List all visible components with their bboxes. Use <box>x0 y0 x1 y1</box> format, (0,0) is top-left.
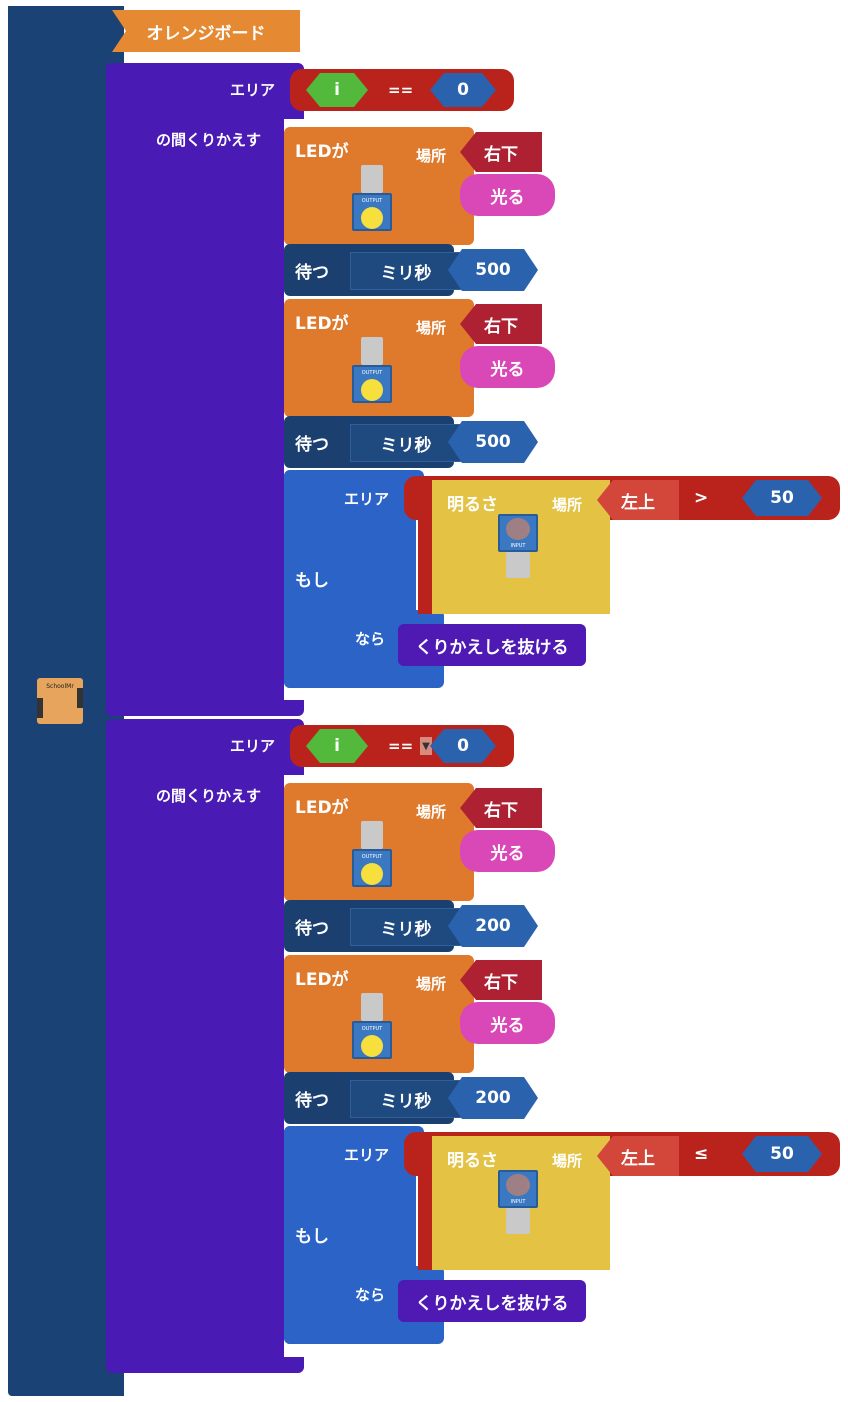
wait-label: 待つ <box>295 919 329 939</box>
sensor-compare-arm <box>418 490 434 614</box>
led-label: LEDが <box>295 314 349 334</box>
board-icon-port-right <box>77 688 83 708</box>
if-label: もし <box>295 1227 329 1247</box>
led-light-icon <box>361 863 383 885</box>
led-module-icon: OUTPUT <box>352 1021 392 1059</box>
shine-action[interactable]: 光る <box>460 830 555 872</box>
repeat-footer-2 <box>106 1357 304 1373</box>
module-label: OUTPUT <box>361 198 383 204</box>
sensor-window-icon <box>506 1174 530 1196</box>
light-sensor-icon: INPUT <box>498 514 538 552</box>
repeat-while-block-2 <box>106 719 284 1373</box>
unit-label: ミリ秒 <box>350 908 462 946</box>
place-label: 場所 <box>416 975 447 993</box>
sensor-place-label: 場所 <box>552 496 583 514</box>
repeat-header-2 <box>106 719 304 775</box>
led-label: LEDが <box>295 970 349 990</box>
value-input[interactable]: 0 <box>430 729 496 763</box>
led-light-icon <box>361 1035 383 1057</box>
unit-label: ミリ秒 <box>350 252 462 290</box>
dropdown-caret-icon[interactable]: ▼ <box>420 737 432 755</box>
led-label: LEDが <box>295 142 349 162</box>
place-label: 場所 <box>416 803 447 821</box>
compare-operator[interactable]: ≤ <box>694 1144 709 1164</box>
value-input[interactable]: 0 <box>430 73 496 107</box>
repeat-header-1 <box>106 63 304 119</box>
repeat-label: の間くりかえす <box>156 131 262 149</box>
variable-i[interactable]: i <box>306 73 368 107</box>
threshold-input[interactable]: 50 <box>742 480 822 516</box>
sensor-module-label: INPUT <box>510 543 526 549</box>
sensor-module-stem <box>506 1208 530 1234</box>
board-icon-label: SchoolMr <box>46 682 74 690</box>
variable-i[interactable]: i <box>306 729 368 763</box>
shine-action[interactable]: 光る <box>460 346 555 388</box>
place-label: 場所 <box>416 147 447 165</box>
unit-label: ミリ秒 <box>350 424 462 462</box>
wait-value-input[interactable]: 500 <box>448 421 538 463</box>
light-sensor-icon: INPUT <box>498 1170 538 1208</box>
operator-equals[interactable]: == <box>388 737 414 755</box>
shine-action[interactable]: 光る <box>460 1002 555 1044</box>
place-label: 場所 <box>416 319 447 337</box>
led-module-stem <box>361 337 383 365</box>
sensor-place-dropdown[interactable]: 左上 <box>597 1136 679 1176</box>
sensor-compare-arm <box>418 1146 434 1270</box>
led-label: LEDが <box>295 798 349 818</box>
if-label: もし <box>295 571 329 591</box>
wait-label: 待つ <box>295 263 329 283</box>
break-loop-block[interactable]: くりかえしを抜ける <box>398 624 586 666</box>
operator-equals[interactable]: == <box>388 81 414 99</box>
led-module-stem <box>361 165 383 193</box>
brightness-label: 明るさ <box>447 495 498 515</box>
area-label: エリア <box>230 737 276 755</box>
led-module-stem <box>361 993 383 1021</box>
wait-value-input[interactable]: 200 <box>448 1077 538 1119</box>
unit-label: ミリ秒 <box>350 1080 462 1118</box>
brightness-label: 明るさ <box>447 1151 498 1171</box>
wait-value-input[interactable]: 200 <box>448 905 538 947</box>
if-header <box>284 470 424 482</box>
repeat-while-block-1 <box>106 63 284 716</box>
then-label: なら <box>355 1286 386 1304</box>
repeat-label: の間くりかえす <box>156 787 262 805</box>
then-label: なら <box>355 630 386 648</box>
sensor-place-dropdown[interactable]: 左上 <box>597 480 679 520</box>
if-header <box>284 1126 424 1138</box>
sensor-module-label: INPUT <box>510 1199 526 1205</box>
board-icon-port-left <box>37 698 43 718</box>
if-area-label: エリア <box>344 490 390 508</box>
place-dropdown[interactable]: 右下 <box>460 960 542 1000</box>
led-module-icon: OUTPUT <box>352 365 392 403</box>
place-dropdown[interactable]: 右下 <box>460 788 542 828</box>
shine-action[interactable]: 光る <box>460 174 555 216</box>
wait-value-input[interactable]: 500 <box>448 249 538 291</box>
repeat-footer-1 <box>106 700 304 716</box>
sensor-place-label: 場所 <box>552 1152 583 1170</box>
compare-operator[interactable]: > <box>694 488 709 508</box>
board-title: オレンジボード <box>112 10 300 52</box>
led-module-icon: OUTPUT <box>352 193 392 231</box>
sensor-module-stem <box>506 552 530 578</box>
led-module-stem <box>361 821 383 849</box>
wait-label: 待つ <box>295 1091 329 1111</box>
break-loop-block[interactable]: くりかえしを抜ける <box>398 1280 586 1322</box>
sensor-window-icon <box>506 518 530 540</box>
led-light-icon <box>361 379 383 401</box>
place-dropdown[interactable]: 右下 <box>460 132 542 172</box>
module-label: OUTPUT <box>361 1026 383 1032</box>
led-module-icon: OUTPUT <box>352 849 392 887</box>
wait-label: 待つ <box>295 435 329 455</box>
place-dropdown[interactable]: 右下 <box>460 304 542 344</box>
area-label: エリア <box>230 81 276 99</box>
led-light-icon <box>361 207 383 229</box>
module-label: OUTPUT <box>361 370 383 376</box>
board-icon: SchoolMr <box>37 678 83 724</box>
module-label: OUTPUT <box>361 854 383 860</box>
if-area-label: エリア <box>344 1146 390 1164</box>
threshold-input[interactable]: 50 <box>742 1136 822 1172</box>
